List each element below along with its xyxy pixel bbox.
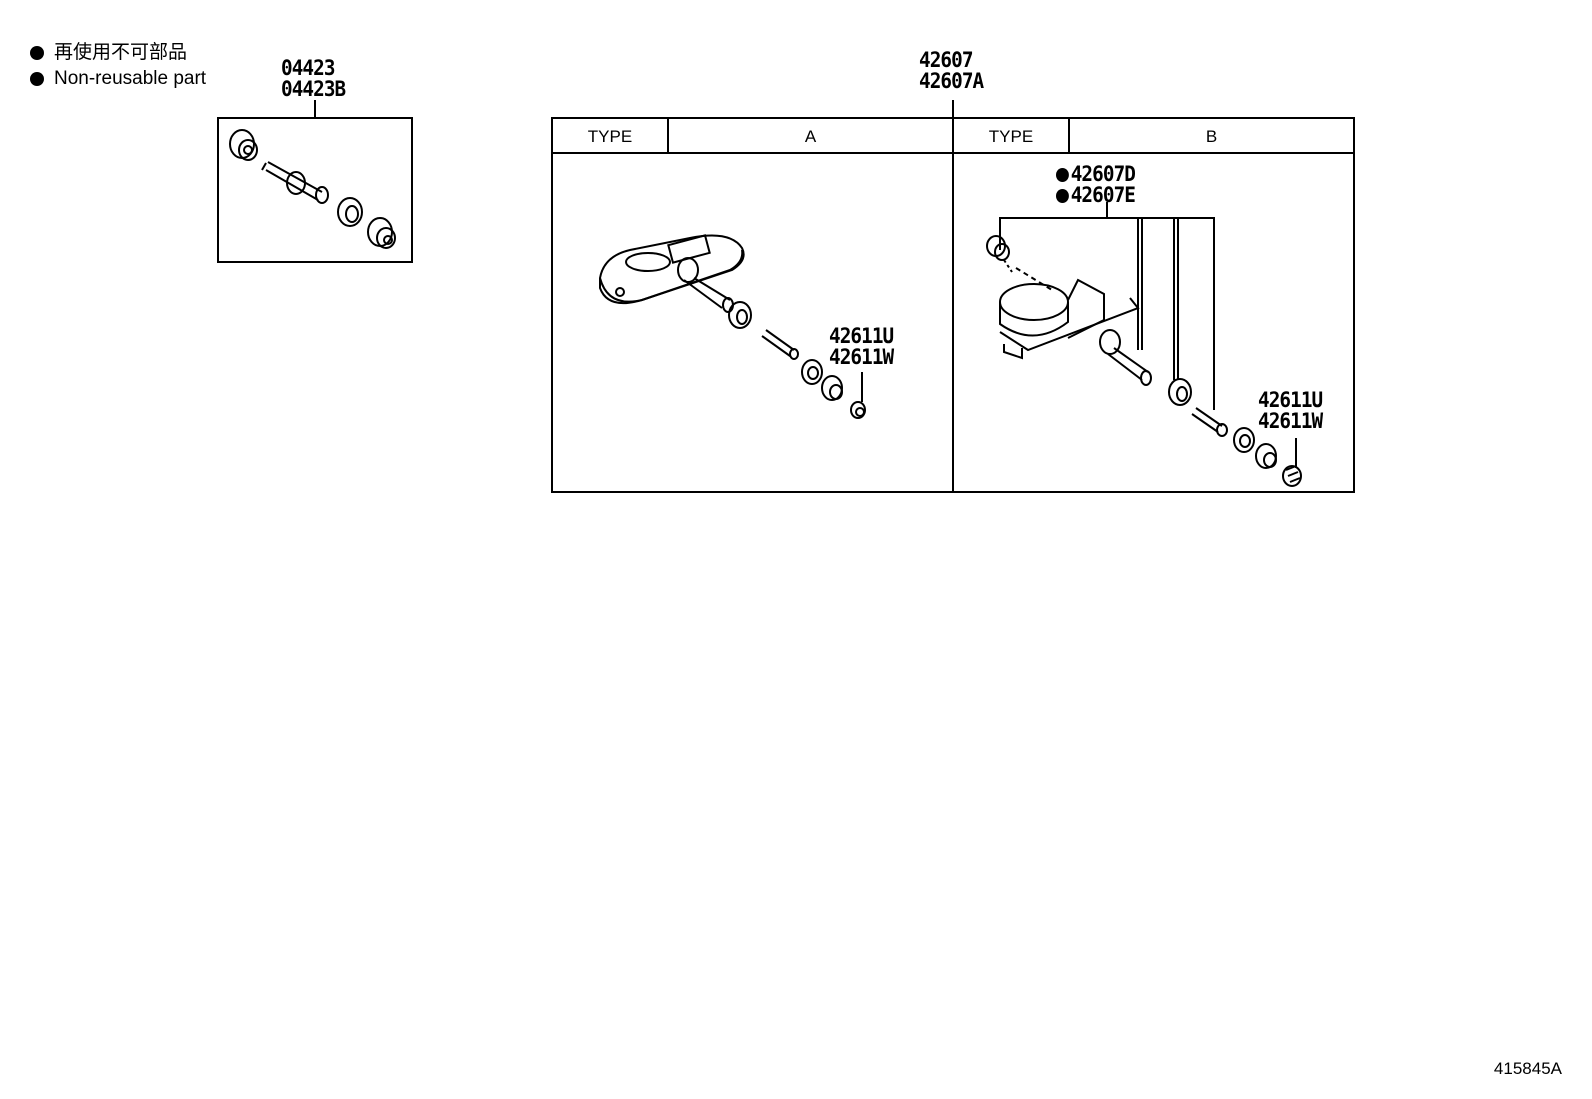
part-number: 42607D xyxy=(1070,162,1136,186)
kit-washer-icon xyxy=(337,197,363,227)
type-b-washer-icon xyxy=(1168,378,1192,406)
part-number: 42611U xyxy=(829,324,894,348)
type-b-nut-icon xyxy=(1255,443,1277,469)
type-b-value: B xyxy=(1205,127,1218,146)
drawing-number: 415845A xyxy=(1493,1059,1562,1078)
part-number: 04423B xyxy=(281,77,346,101)
bullet-icon xyxy=(1056,189,1069,203)
type-b-header-label: TYPE xyxy=(988,127,1034,146)
kit-valve-stem-icon xyxy=(261,161,329,204)
legend-label-ja: 再使用不可部品 xyxy=(54,42,188,63)
type-b-valve-core-icon xyxy=(1191,407,1228,437)
type-b-leader-bracket xyxy=(999,217,1215,410)
type-a-seal-icon xyxy=(801,359,823,385)
kit-part-number-label: 04423 04423B xyxy=(281,56,346,101)
kit-grommet-icon xyxy=(229,129,258,161)
type-a-nut-icon xyxy=(821,375,843,401)
type-b-valve-core-label: 42611U 42611W xyxy=(1258,388,1323,433)
part-number: 42607E xyxy=(1070,183,1136,207)
part-number: 42607 xyxy=(919,48,973,72)
part-number: 42611W xyxy=(1258,409,1323,433)
type-a-valve-stem-icon xyxy=(677,257,734,313)
type-a-cap-icon xyxy=(850,372,866,419)
type-b-screw-icon xyxy=(986,235,1053,291)
type-a-header-label: TYPE xyxy=(587,127,633,146)
part-number: 04423 xyxy=(281,56,335,80)
legend-label-en: Non-reusable part xyxy=(54,68,207,89)
part-number: 42611U xyxy=(1258,388,1323,412)
kit-nut-icon xyxy=(367,217,396,249)
type-a-value: A xyxy=(804,127,817,146)
type-b-non-reusable-label: 42607D 42607E xyxy=(1056,162,1136,207)
bullet-icon xyxy=(1056,168,1069,182)
type-a-valve-core-icon xyxy=(761,329,799,360)
type-a-sensor-icon xyxy=(598,234,745,304)
assembly-part-number-label: 42607 42607A xyxy=(919,48,984,93)
type-a-valve-core-label: 42611U 42611W xyxy=(829,324,894,369)
legend-row-ja: 再使用不可部品 xyxy=(30,40,206,66)
type-b-seal-icon xyxy=(1233,427,1255,453)
legend-row-en: Non-reusable part xyxy=(30,66,206,92)
type-b-valve-stem-icon xyxy=(1099,329,1152,386)
type-b-cap-icon xyxy=(1282,438,1302,487)
bullet-icon xyxy=(30,46,44,60)
type-a-washer-icon xyxy=(728,301,752,329)
part-number: 42607A xyxy=(919,69,984,93)
bullet-icon xyxy=(30,72,44,86)
legend: 再使用不可部品 Non-reusable part xyxy=(30,40,206,92)
type-b-sensor-icon xyxy=(999,278,1140,360)
part-number: 42611W xyxy=(829,345,894,369)
